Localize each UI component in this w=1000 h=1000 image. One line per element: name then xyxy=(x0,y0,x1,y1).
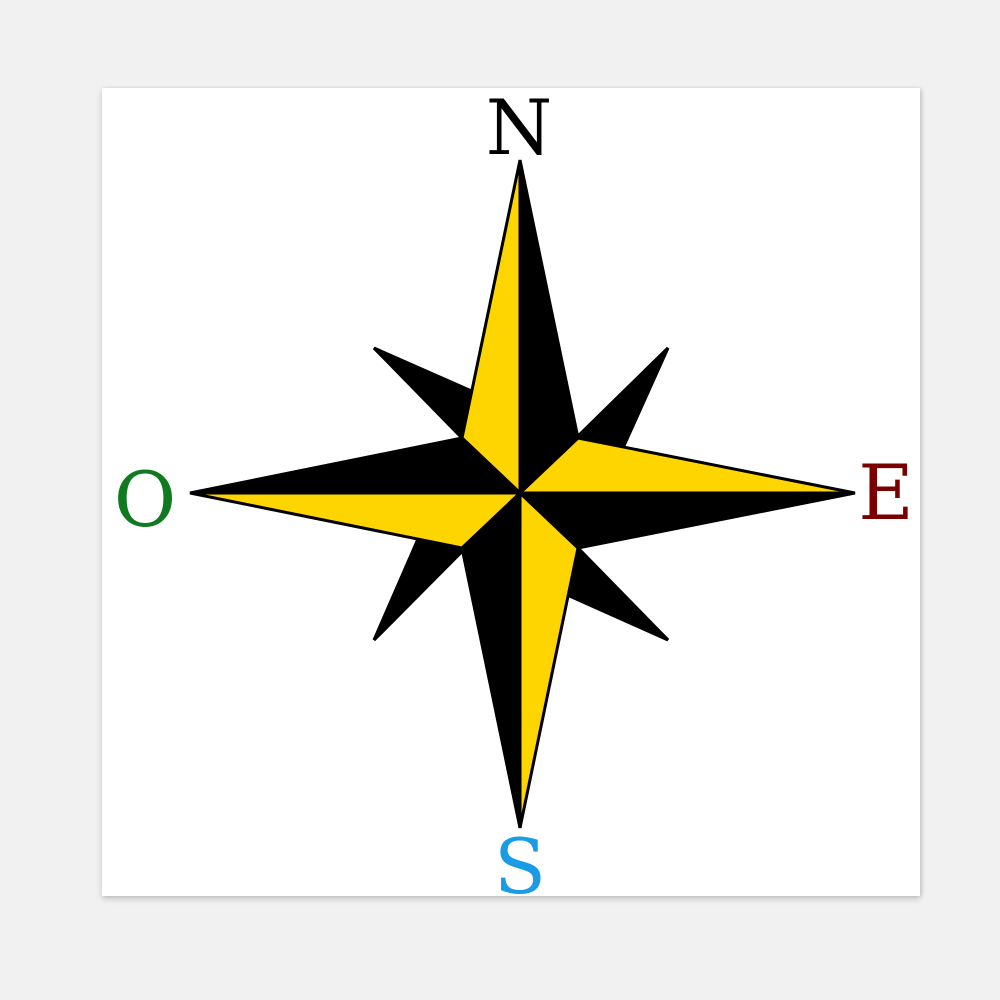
north-label: N xyxy=(486,83,553,172)
point-north xyxy=(460,159,580,497)
point-east xyxy=(516,436,856,550)
west-label: O xyxy=(114,455,176,544)
point-west xyxy=(189,436,524,550)
south-label: S xyxy=(494,822,546,911)
point-south xyxy=(460,489,580,829)
east-label: E xyxy=(858,448,913,537)
